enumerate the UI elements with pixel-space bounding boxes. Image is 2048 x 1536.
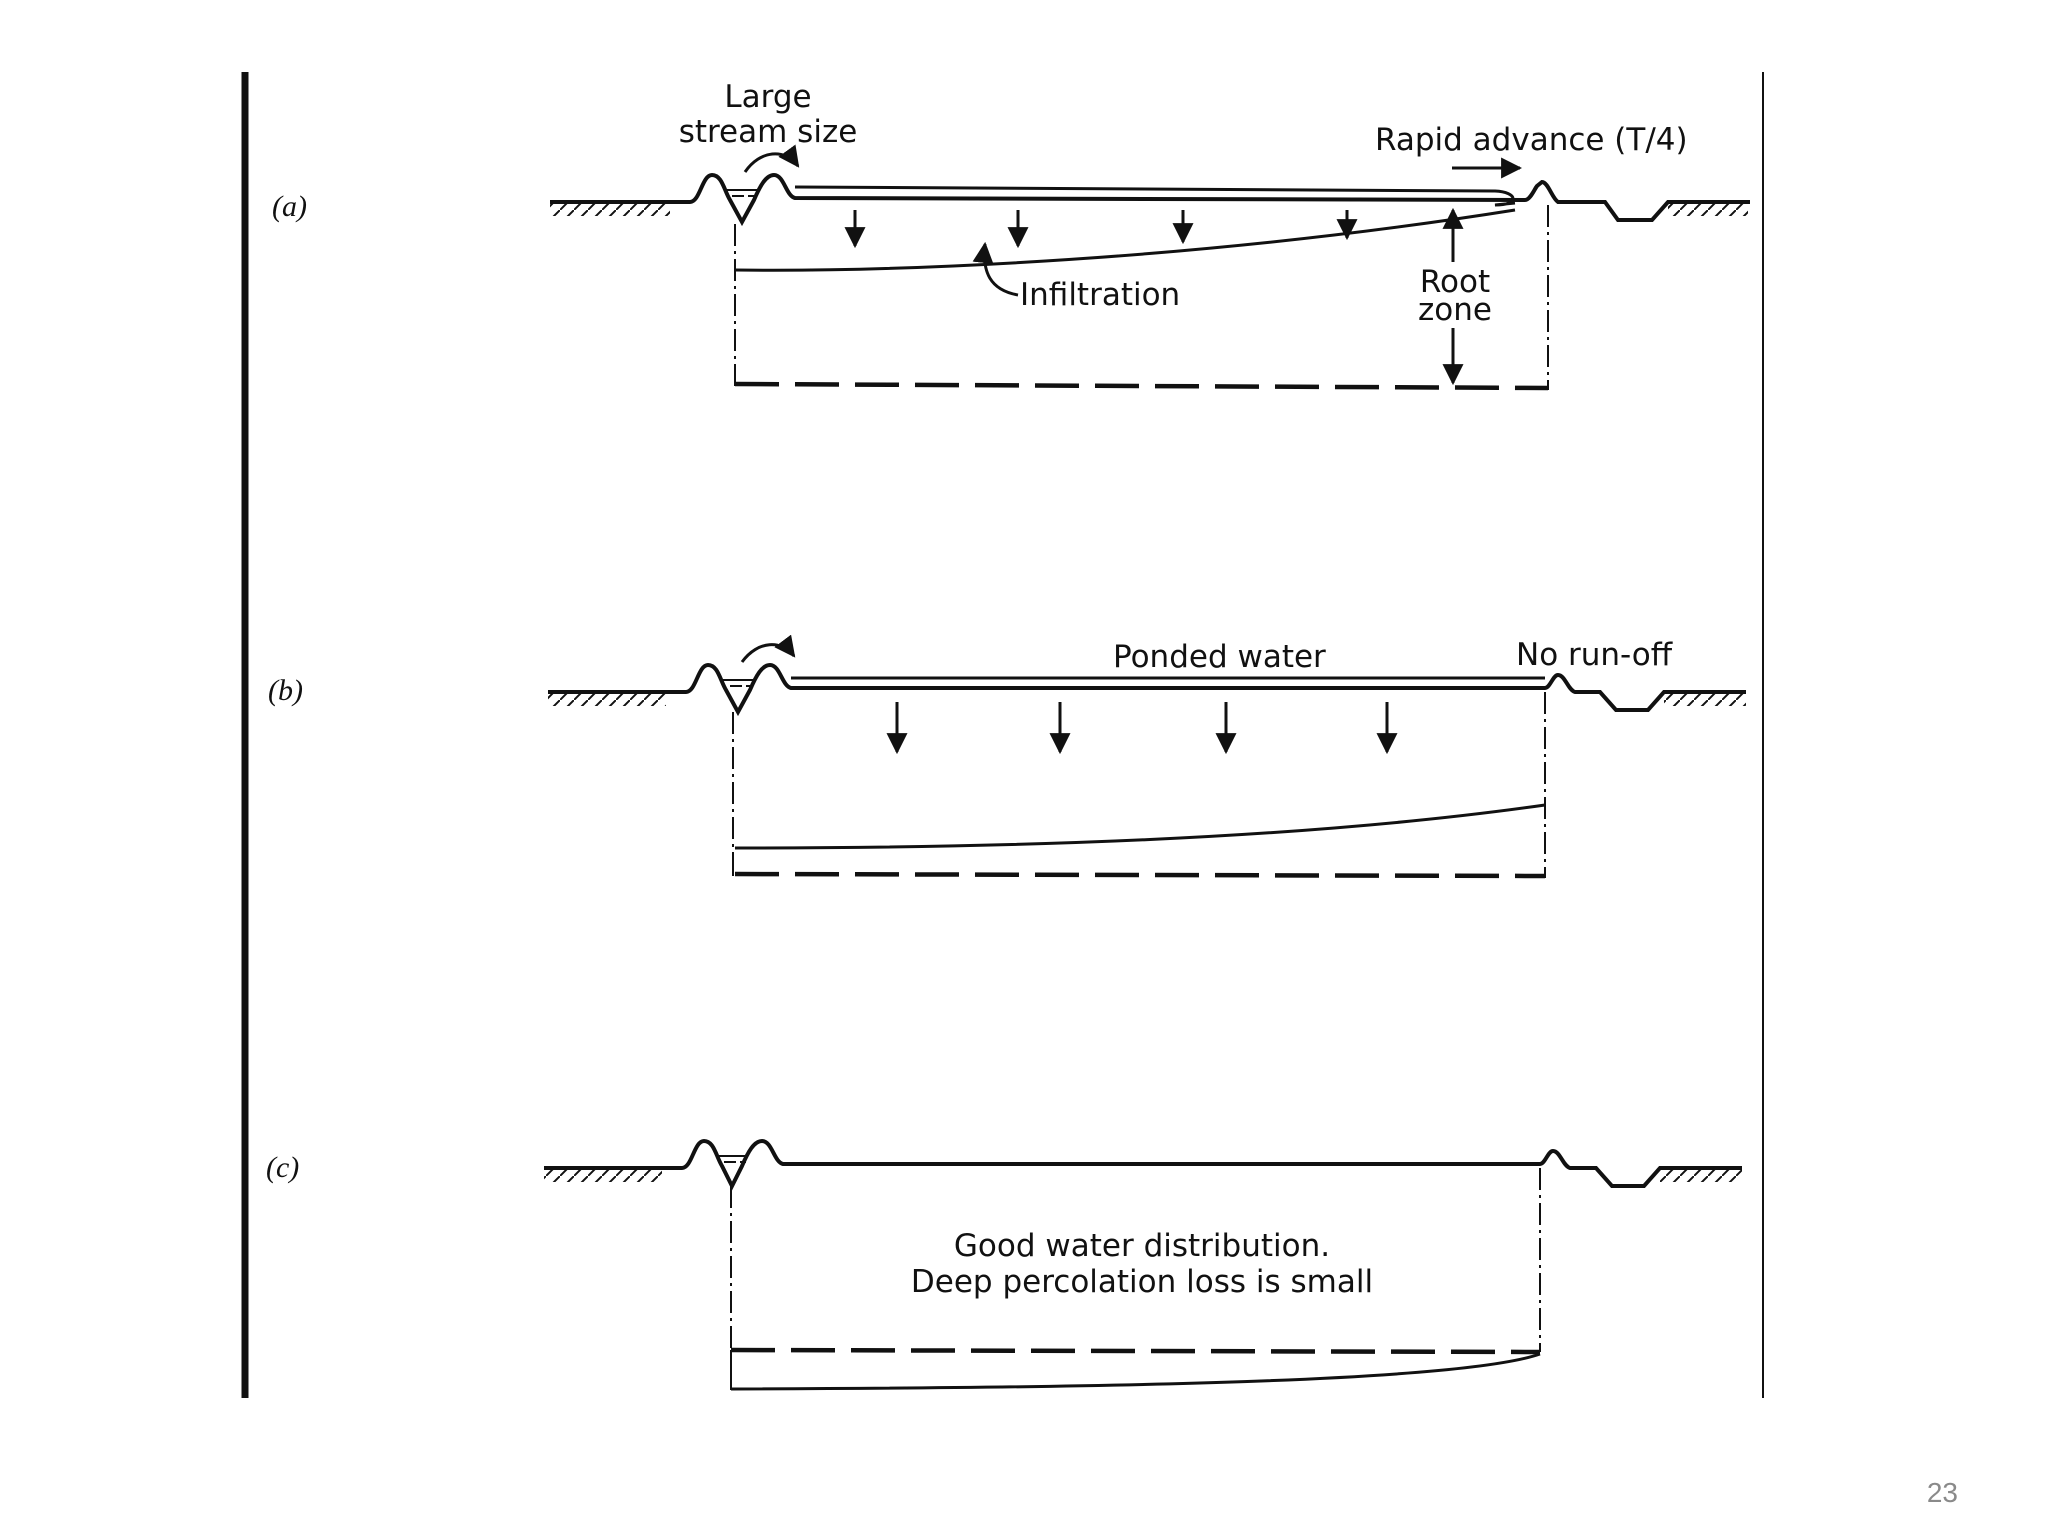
panel-b-label: (b): [268, 674, 303, 707]
root-zone-bottom-b: [734, 871, 1546, 879]
stream-arrow-a: [743, 144, 800, 173]
ground-surface-b: [548, 662, 1746, 717]
page-number: 23: [1927, 1477, 1958, 1508]
panel-a-label: (a): [272, 190, 307, 223]
distribution-note-line1-c: Good water distribution.: [954, 1228, 1330, 1264]
ground-surface-a: [550, 172, 1750, 227]
panel-b: (b) Ponded water No run-off: [268, 634, 1746, 879]
infiltration-label-a: Infiltration: [1020, 277, 1180, 313]
ponded-water-label-b: Ponded water: [1113, 639, 1326, 675]
water-sheet-a: [794, 185, 1516, 207]
root-zone-bottom-a: [734, 381, 1549, 391]
panel-a: (a) Large s: [272, 79, 1750, 391]
stream-arrow-b: [740, 634, 796, 663]
distribution-note-line2-c: Deep percolation loss is small: [911, 1264, 1373, 1300]
panel-c: (c) Good water distribution. Deep percol…: [266, 1138, 1742, 1391]
root-zone-label-line1-a: Root: [1420, 264, 1490, 300]
wetting-front-a: [734, 208, 1516, 272]
root-zone-label-line2-a: zone: [1418, 292, 1492, 328]
rapid-advance-label-a: Rapid advance (T/4): [1375, 122, 1688, 158]
infiltration-pointer-a: [972, 241, 1019, 297]
root-zone-bottom-c: [730, 1347, 1541, 1355]
stream-size-label-line2-a: stream size: [679, 114, 858, 150]
wetting-front-b: [734, 803, 1546, 850]
ground-surface-c: [544, 1138, 1742, 1191]
stream-size-label-line1-a: Large: [724, 79, 811, 115]
panel-c-label: (c): [266, 1151, 299, 1184]
no-runoff-label-b: No run-off: [1516, 637, 1673, 673]
wetting-front-c: [730, 1352, 1541, 1391]
